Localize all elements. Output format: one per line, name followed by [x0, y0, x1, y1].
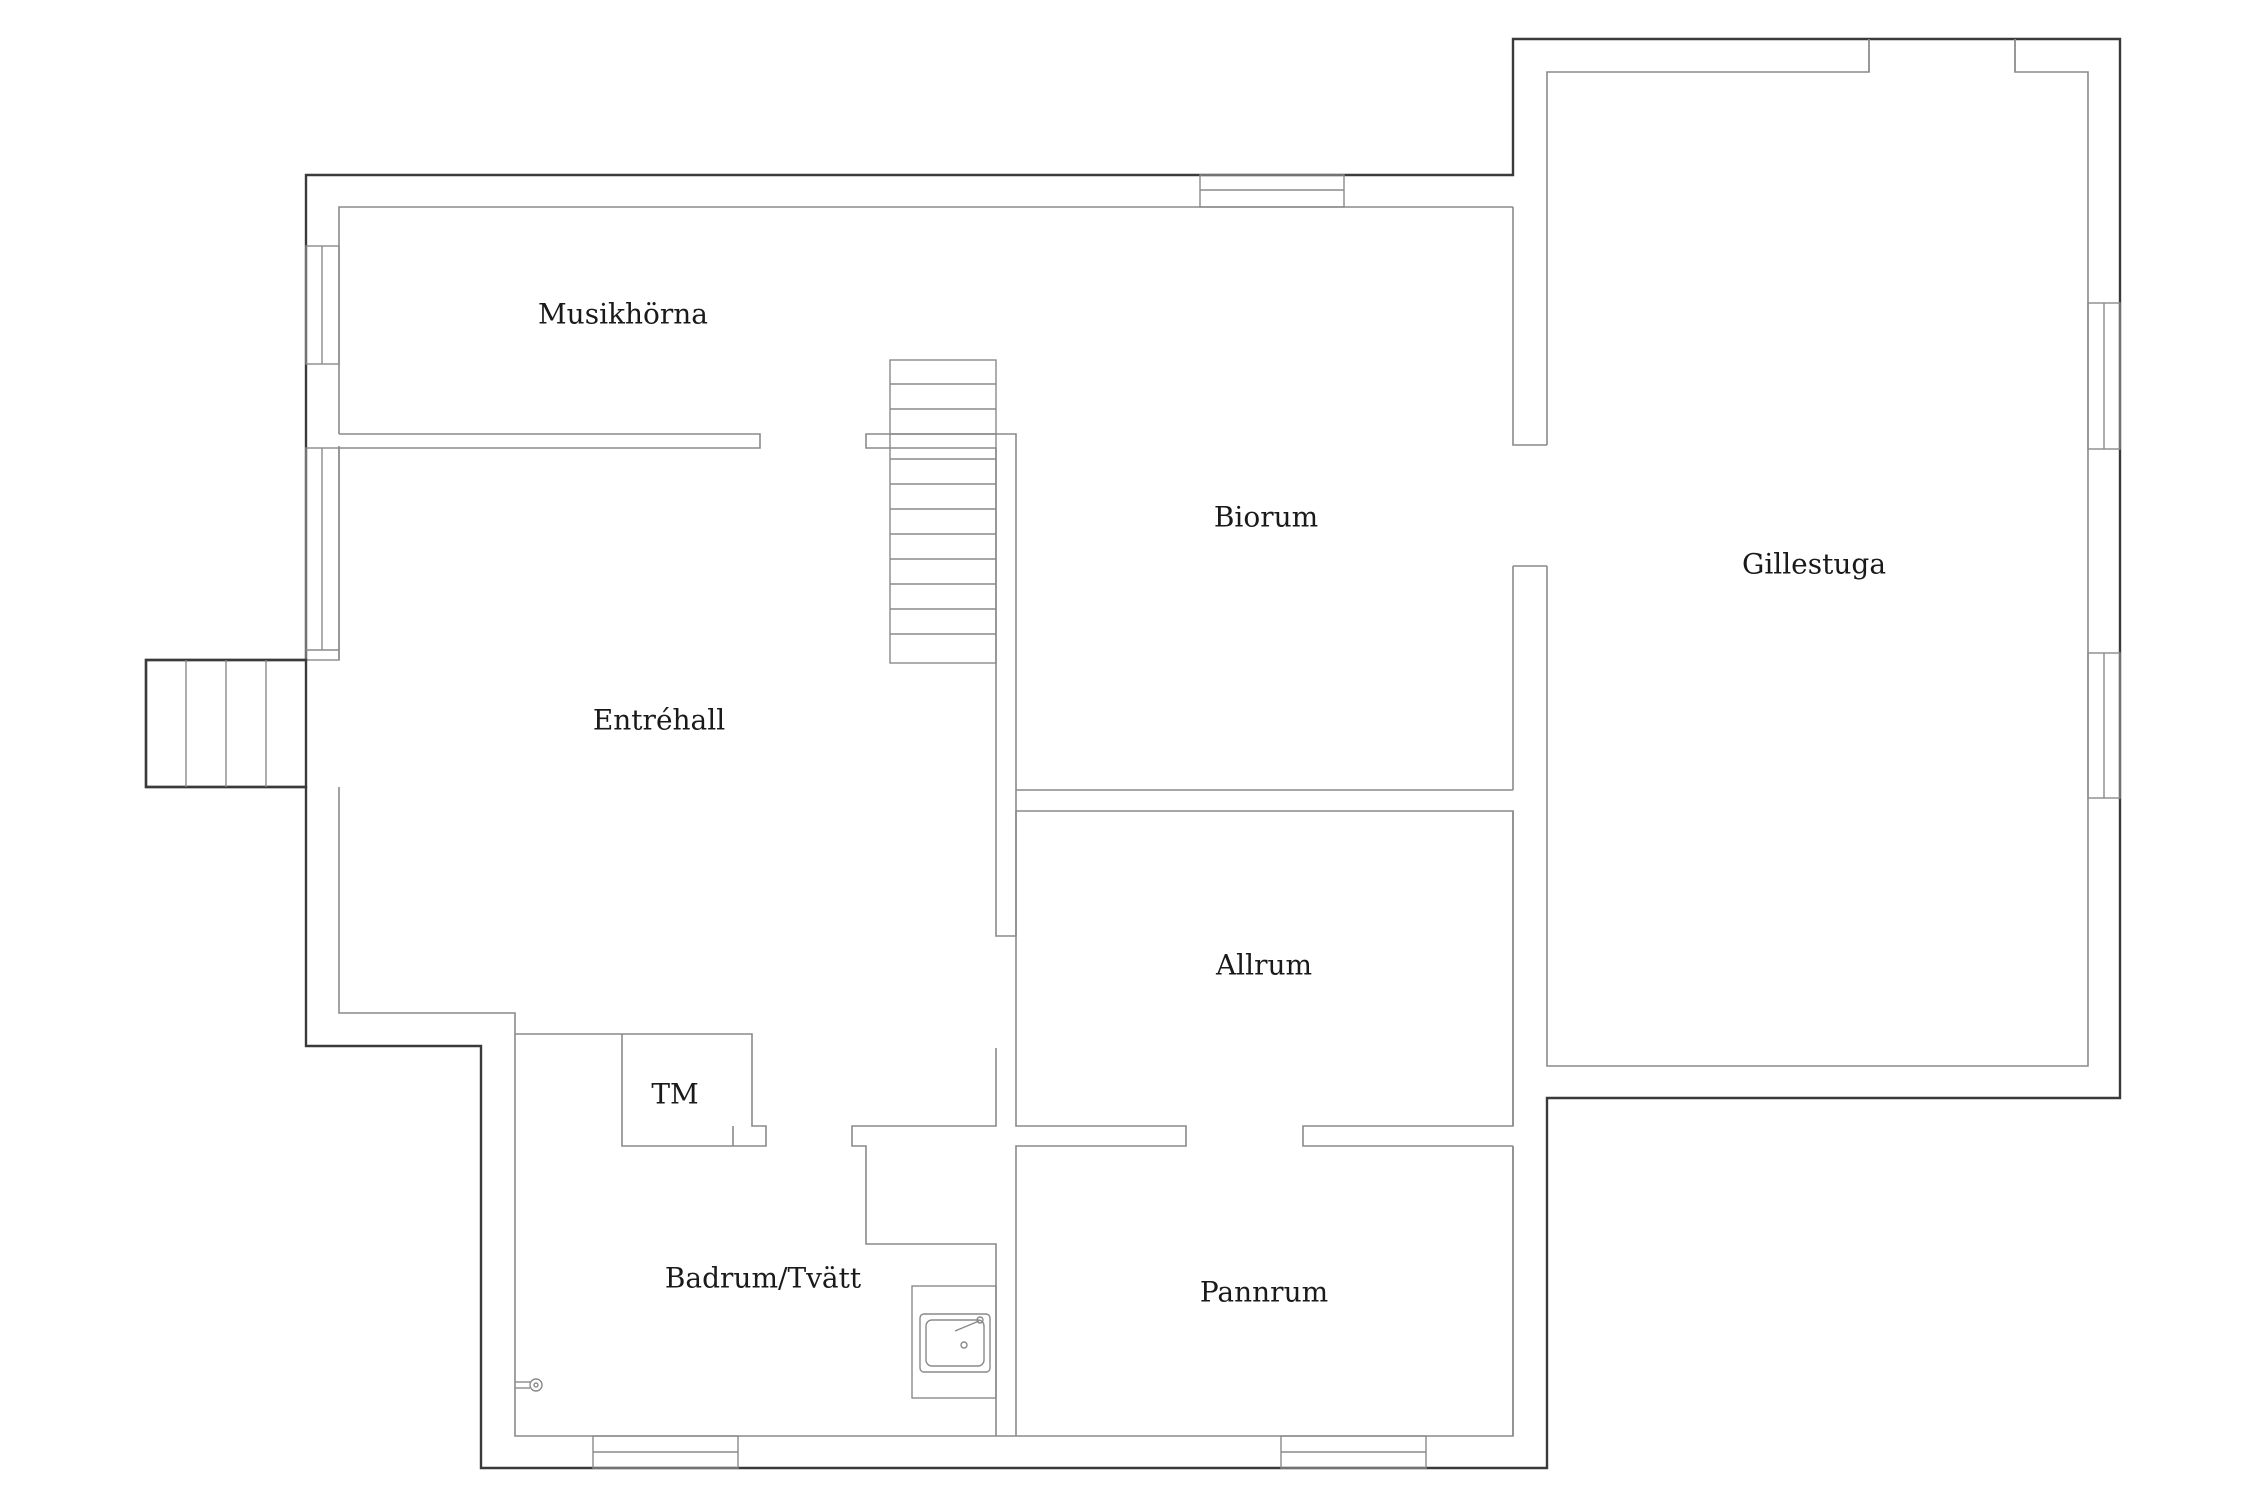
window-east-1: [2087, 302, 2121, 450]
wall-musikhorna: [339, 433, 761, 449]
room-label-pannrum: Pannrum: [1200, 1276, 1328, 1309]
entrance-steps: [144, 658, 308, 789]
sink-icon: [911, 1285, 997, 1399]
toilet-icon: [515, 1378, 543, 1392]
outer-wall: [144, 37, 2122, 1470]
window-south-badrum: [592, 1435, 739, 1469]
room-label-allrum: Allrum: [1215, 949, 1312, 982]
room-label-biorum: Biorum: [1214, 501, 1318, 534]
window-south-pannrum: [1280, 1435, 1427, 1469]
wall-biorum-allrum: [1016, 789, 1514, 1147]
window-north-1: [1199, 174, 1345, 208]
room-label-entrehall: Entréhall: [593, 704, 725, 737]
wall-stair-east: [865, 433, 1017, 937]
window-west-entrehall: [305, 447, 340, 661]
room-label-badrum: Badrum/Tvätt: [665, 1262, 862, 1295]
room-label-gillestuga: Gillestuga: [1742, 548, 1886, 581]
wall-biorum-gillestuga: [1512, 207, 1547, 1436]
window-west-musikhorna: [305, 245, 340, 365]
room-label-musikhorna: Musikhörna: [538, 298, 708, 331]
wall-allrum-west: [851, 811, 1187, 1436]
inner-wall-west: [338, 206, 1514, 1437]
interior-staircase: [889, 359, 997, 664]
room-label-tm: TM: [651, 1078, 698, 1111]
window-north-gillestuga: [1868, 39, 2016, 72]
wall-badrum-north: [515, 1033, 767, 1147]
window-east-2: [2087, 652, 2121, 799]
